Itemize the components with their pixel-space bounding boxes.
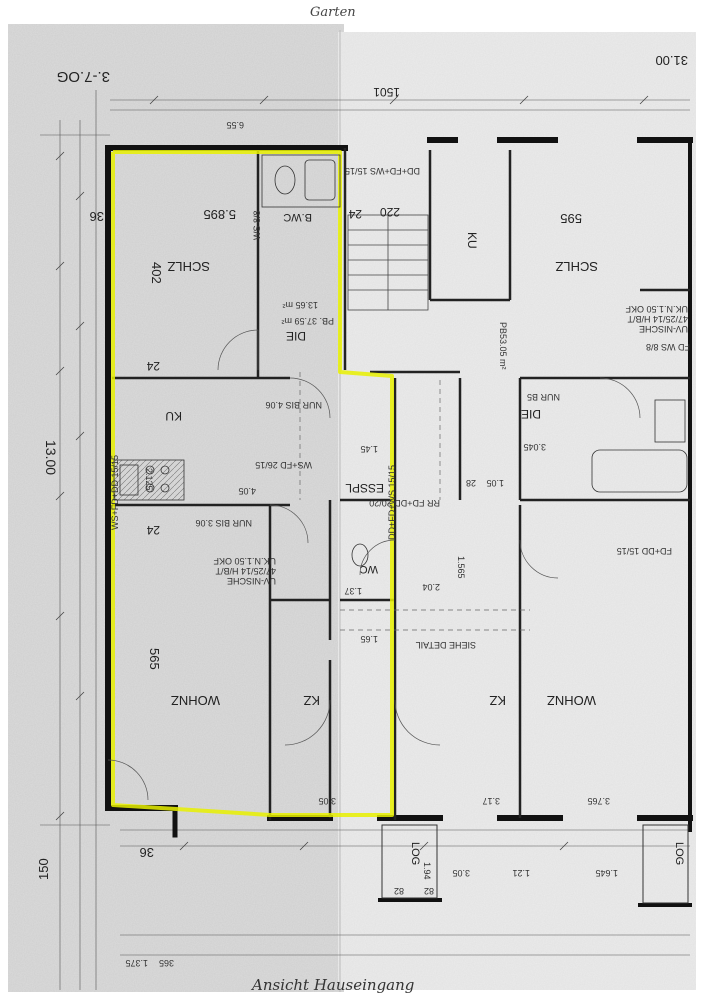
dim-565: 565: [147, 648, 162, 670]
dim-305b: 3.05: [452, 868, 470, 878]
room-die-right: DIE: [521, 407, 541, 421]
dim-36-bottom: 36: [140, 845, 154, 860]
note-fd-dd-right: FD+DD 15/15: [617, 546, 672, 556]
apartment-boundary-highlight: [111, 150, 394, 817]
room-kz-right: KZ: [489, 693, 506, 708]
handwritten-bottom: Ansicht Hauseingang: [250, 976, 414, 994]
dim-1565: 1.565: [456, 556, 466, 579]
room-die-left: DIE: [286, 329, 306, 343]
room-schlz-left: SCHLZ: [167, 259, 210, 274]
interior-walls: [112, 148, 690, 820]
dim-121: 1.21: [512, 868, 530, 878]
dim-5895: 5.895: [203, 207, 236, 222]
dim-150: 150: [36, 858, 51, 880]
dim-82-b: 82: [424, 886, 434, 896]
note-fd-ws-88: FD WS 8/8: [646, 342, 690, 352]
door-swings: [107, 329, 641, 801]
handwritten-top: Garten: [310, 5, 356, 20]
sheet-left-grain: [8, 24, 344, 992]
dim-655: 6.55: [226, 120, 244, 130]
room-log-right: LOG: [673, 842, 685, 865]
dim-194: 1.94: [422, 862, 432, 880]
walls: [105, 137, 693, 907]
dim-105: 1.05: [486, 478, 504, 488]
note-dd-fd-ws-mid: DD+FD+WS 15/15: [387, 465, 397, 540]
dim-36-top: 36: [90, 209, 104, 224]
ref-number: 1501: [373, 85, 400, 99]
note-nur-bis-b5: NUR B5: [527, 392, 560, 402]
kitchen-fixtures: [113, 459, 185, 501]
note-uv-nische-right-spec: 47/25/14 H/B/T: [627, 314, 688, 324]
bathroom-fixtures: [261, 154, 688, 567]
note-uv-nische-right: UV-NISCHE: [639, 324, 688, 334]
dim-365: 365: [159, 958, 174, 968]
loggia-left: [381, 824, 438, 899]
note-uv-nische-left: UV-NISCHE: [227, 576, 276, 586]
dim-1375: 1.375: [125, 958, 148, 968]
dashed-lines: [299, 372, 530, 631]
dim-137: 1.37: [344, 586, 362, 596]
staircase: [347, 214, 429, 311]
room-kz-left: KZ: [303, 693, 320, 708]
room-wc: WC: [360, 563, 378, 575]
dim-165: 1.65: [360, 634, 378, 644]
dim-24-b: 24: [146, 523, 160, 537]
note-pb-area: PB. 37.59 m²: [281, 316, 334, 326]
dim-3765: 3.765: [587, 796, 610, 806]
dim-595: 595: [560, 211, 582, 226]
dim-left-total: 13.00: [43, 440, 59, 475]
dim-204: 2.04: [422, 582, 440, 592]
note-fd-ws-top: DD+FD+WS 15/15: [345, 166, 420, 176]
dim-402: 402: [149, 262, 164, 284]
room-bwc: B.WC: [283, 211, 312, 223]
dim-405: 4.05: [238, 486, 256, 496]
dimension-lines: [40, 90, 690, 990]
note-uv-nische-left-height: UK.N.1.50 OKF: [213, 556, 276, 566]
note-nur-bis-406: NUR BIS 4.06: [265, 400, 322, 410]
room-ku-left: KU: [165, 409, 182, 423]
room-esspl: ESSPL: [345, 481, 384, 495]
note-rr-fd: RR FD+DD 20/20: [369, 498, 440, 508]
note-ws-88: WS 8/8: [252, 210, 262, 240]
dim-145: 1.45: [360, 444, 378, 454]
note-uv-nische-left-spec: 47/25/14 H/B/T: [215, 566, 276, 576]
dim-28: 28: [466, 478, 476, 488]
dim-317: 3.17: [482, 796, 500, 806]
note-area-1365: 13.65 m²: [282, 300, 318, 310]
dim-24-c: 24: [348, 207, 362, 221]
room-wohnz-right: WOHNZ: [547, 693, 596, 708]
dim-3045: 3.045: [523, 442, 546, 452]
note-uv-nische-right-height: UK.N.1.50 OKF: [625, 304, 688, 314]
width-total: 31.00: [655, 53, 688, 68]
note-pb-right: PB53.05 m²: [498, 322, 508, 370]
loggia-right: [642, 824, 689, 904]
note-siehe-detail: SIEHE DETAIL: [416, 640, 476, 650]
dim-2125: 2.125: [144, 468, 154, 491]
dimension-ticks: [55, 95, 649, 851]
note-ws-fd-left: WS+FD 26/15: [255, 460, 312, 470]
note-ws-fd-side: WS+FD+DD 15/15: [110, 455, 120, 530]
room-log-left: LOG: [409, 842, 421, 865]
room-ku-right: KU: [465, 232, 479, 249]
dim-82-a: 82: [394, 886, 404, 896]
room-wohnz-left: WOHNZ: [171, 693, 220, 708]
dim-220: 220: [380, 205, 400, 219]
floor-label: 3.-7.OG: [57, 68, 110, 85]
room-schlz-right: SCHLZ: [555, 259, 598, 274]
sheet-right-grain: [338, 32, 696, 990]
dim-305: 3.05: [318, 796, 336, 806]
dim-1645: 1.645: [595, 868, 618, 878]
note-nur-bis-306: NUR BIS 3.06: [195, 518, 252, 528]
dim-24-a: 24: [146, 359, 160, 373]
